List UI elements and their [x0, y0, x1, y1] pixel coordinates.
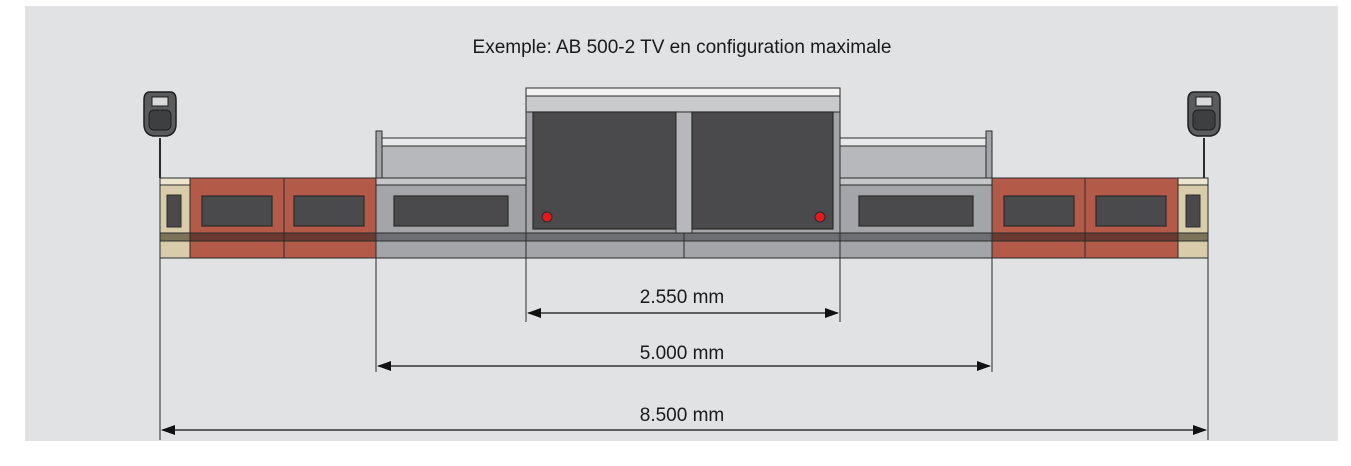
center-right-screen	[691, 111, 834, 230]
center-module	[525, 87, 841, 259]
left-end-cap	[159, 177, 191, 259]
dimension-outer-label: 8.500 mm	[640, 405, 724, 426]
security-camera-icon	[1187, 91, 1221, 178]
left-brick-segment	[283, 177, 377, 259]
dimension-inner: 2.550 mm	[527, 287, 839, 318]
left-brick-segment	[189, 177, 285, 259]
dimension-middle: 5.000 mm	[377, 343, 991, 371]
right-brick-segment	[991, 177, 1086, 259]
extension-lines	[159, 258, 1209, 440]
left-gray-wing	[375, 130, 527, 259]
right-brick-segment	[1084, 177, 1179, 259]
security-camera-icon	[143, 91, 177, 178]
right-gray-wing	[839, 130, 993, 259]
dimension-middle-label: 5.000 mm	[640, 343, 724, 364]
status-indicator	[814, 211, 826, 223]
right-end-cap	[1177, 177, 1209, 259]
status-indicator	[541, 211, 553, 223]
diagram-title: Exemple: AB 500-2 TV en configuration ma…	[473, 37, 892, 58]
dimension-inner-label: 2.550 mm	[640, 287, 724, 308]
dimension-outer: 8.500 mm	[161, 405, 1207, 435]
center-left-screen	[532, 111, 677, 230]
